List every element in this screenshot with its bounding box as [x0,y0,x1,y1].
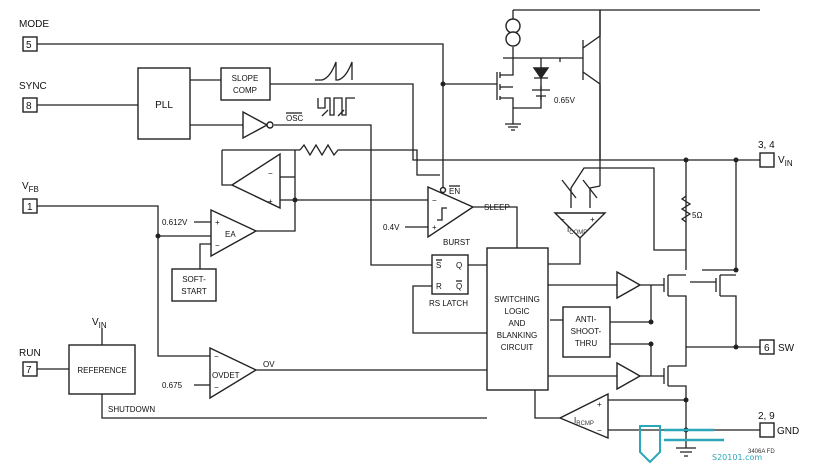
ircmp-label: IRCMP [574,416,594,427]
r5-label: 5Ω [692,211,702,220]
soft-start-label-1: SOFT- [182,275,206,284]
ircmp-plus: + [597,400,602,409]
switching-label-5: CIRCUIT [501,343,534,352]
pin-run: RUN 7 [19,348,41,377]
loop-plus: + [268,197,273,206]
switching-logic-block: SWITCHING LOGIC AND BLANKING CIRCUIT [486,247,549,391]
en-label: EN [449,187,460,196]
pin-mode-label: MODE [19,19,49,30]
pin-run-number: 7 [26,365,32,376]
upper-driver [616,270,642,300]
pin-sync: SYNC 8 [19,81,47,113]
current-source-icon [505,18,521,47]
icomp-minus: − [560,215,565,224]
switching-label-2: LOGIC [505,307,530,316]
sleep-label: SLEEP [484,203,510,212]
pin-gnd-label: GND [777,426,799,437]
latch-q-label: Q [456,261,462,270]
reference-label: REFERENCE [77,366,126,375]
slope-comp-label-1: SLOPE [232,74,259,83]
pin-vfb-label: VFB [22,181,39,194]
pin-vfb-number: 1 [27,202,33,213]
wires [37,9,760,457]
latch-s-label: S [436,261,441,270]
pin-sw: 6 SW [759,339,795,355]
burst-minus: − [432,196,437,205]
burst-comparator: − + EN SLEEP BURST [427,185,510,247]
pin-vin: 3, 4 VIN [758,140,793,168]
pin-vin-number: 3, 4 [758,140,775,151]
v04-label: 0.4V [383,223,400,232]
ovdet-label: OVDET [212,371,240,380]
ircmp-minus: − [597,426,602,435]
burst-plus: + [432,223,437,232]
pin-run-label: RUN [19,348,41,359]
ovdet-minus-2: − [214,383,219,392]
pin-mode: MODE 5 [19,19,49,52]
icomp-comparator: − + ICOMP [553,212,607,239]
anti-shoot-thru-block: ANTI- SHOOT- THRU [562,306,611,358]
v0675-label: 0.675 [162,381,183,390]
pin-sync-label: SYNC [19,81,47,92]
ov-label: OV [263,360,275,369]
shutdown-label: SHUTDOWN [108,405,155,414]
ea-label: EA [225,230,236,239]
latch-qbar-label: Q [456,282,462,291]
lower-driver [616,361,642,391]
switching-label-4: BLANKING [497,331,537,340]
watermark-logo: S20101.com [639,425,762,464]
icomp-label: ICOMP [567,225,587,236]
reference-vin-label: VIN [92,317,107,330]
osc-buffer: OSC [242,110,304,140]
watermark-text: S20101.com [712,453,762,462]
ovdet-comparator: − − OVDET OV [209,346,275,400]
reference-block: REFERENCE [68,344,136,395]
anti-label-2: SHOOT- [571,327,602,336]
loop-comparator: − + [230,152,281,210]
rs-latch-label: RS LATCH [429,299,468,308]
anti-label-1: ANTI- [576,315,597,324]
osc-label: OSC [286,114,304,123]
loop-minus: − [268,169,273,178]
pin-mode-number: 5 [26,40,32,51]
pll-block: PLL [137,67,191,140]
ircmp-comparator: + − IRCMP [558,392,609,440]
v0612-label: 0.612V [162,218,188,227]
pin-gnd: 2, 9 GND [758,411,799,438]
pin-sw-label: SW [778,343,795,354]
switching-label-1: SWITCHING [494,295,540,304]
pin-vin-label: VIN [778,155,793,168]
slope-comp-block: SLOPE COMP [220,67,271,101]
pin-sw-number: 6 [764,343,770,354]
pin-vfb: VFB 1 [22,181,39,214]
soft-start-block: SOFT- START [171,268,217,302]
burst-label: BURST [443,238,470,247]
pin-gnd-number: 2, 9 [758,411,775,422]
latch-r-label: R [436,282,442,291]
v065-label: 0.65V [554,96,576,105]
pin-sync-number: 8 [26,101,32,112]
soft-start-label-2: START [181,287,207,296]
rs-latch-block: S Q R Q RS LATCH [429,254,469,308]
icomp-plus: + [590,215,595,224]
diode-icon [532,67,550,80]
ea-minus: − [215,241,220,250]
error-amplifier: + − EA [210,208,258,258]
slope-comp-label-2: COMP [233,86,257,95]
anti-label-3: THRU [575,339,597,348]
pll-label: PLL [155,100,173,111]
switching-label-3: AND [509,319,526,328]
ea-plus: + [215,218,220,227]
figure-id: 3406A FD [748,449,775,455]
ovdet-minus: − [214,352,219,361]
